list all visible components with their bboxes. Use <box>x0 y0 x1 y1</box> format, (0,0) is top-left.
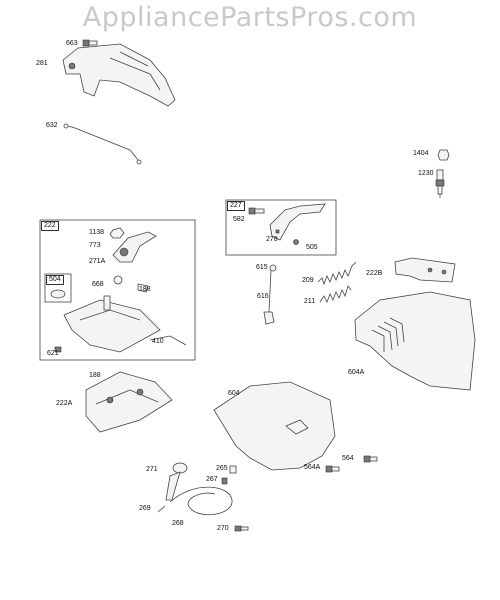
group-label-504: 504 <box>46 275 64 285</box>
callout-621[interactable]: 621 <box>47 350 59 357</box>
group-label-227: 227 <box>227 201 245 211</box>
callout-410[interactable]: 410 <box>152 338 164 345</box>
bolt-663-part <box>82 39 98 47</box>
callout-663[interactable]: 663 <box>66 40 78 47</box>
callout-582[interactable]: 582 <box>233 216 245 223</box>
engine-cover-604-part <box>213 381 336 471</box>
screw-564-part <box>363 455 378 463</box>
clip-265-part <box>229 465 237 474</box>
callout-211[interactable]: 211 <box>304 298 316 305</box>
callout-616[interactable]: 616 <box>257 293 269 300</box>
callout-505[interactable]: 505 <box>306 244 318 251</box>
cable-268-part <box>157 486 233 515</box>
nut-1404-part <box>437 149 450 161</box>
callout-564[interactable]: 564 <box>342 455 354 462</box>
spark-plug-1230-part <box>435 169 445 198</box>
callout-281[interactable]: 281 <box>36 60 48 67</box>
group-frame-504 <box>44 273 72 303</box>
control-bracket-281-part <box>62 43 176 107</box>
callout-222a[interactable]: 222A <box>56 400 73 407</box>
callout-271a[interactable]: 271A <box>89 258 106 265</box>
bracket-222b-part <box>394 257 456 283</box>
clip-267-part <box>221 477 228 485</box>
governor-lever-assembly-part <box>248 203 326 245</box>
lever-271-part <box>165 462 188 501</box>
callout-773[interactable]: 773 <box>89 242 101 249</box>
callout-1230[interactable]: 1230 <box>418 170 434 177</box>
callout-268[interactable]: 268 <box>172 520 184 527</box>
group-label-222: 222 <box>41 221 59 231</box>
group-frame-222 <box>39 219 196 361</box>
screw-564a-part <box>325 465 340 473</box>
callout-222b[interactable]: 222B <box>366 270 383 277</box>
callout-271[interactable]: 271 <box>146 466 158 473</box>
screw-270-part <box>234 525 249 532</box>
spring-209-part <box>317 261 357 286</box>
callout-188-upper[interactable]: 188 <box>139 286 151 293</box>
callout-267[interactable]: 267 <box>206 476 218 483</box>
callout-604a[interactable]: 604A <box>348 369 365 376</box>
control-plate-assembly-part <box>50 227 187 353</box>
callout-564a[interactable]: 564A <box>304 464 321 471</box>
callout-269[interactable]: 269 <box>139 505 151 512</box>
group-frame-227 <box>225 199 337 256</box>
spring-211-part <box>319 285 352 303</box>
callout-188-lower[interactable]: 188 <box>89 372 101 379</box>
callout-265[interactable]: 265 <box>216 465 228 472</box>
callout-270[interactable]: 270 <box>217 525 229 532</box>
watermark-text: AppliancePartsPros.com <box>82 2 418 33</box>
control-base-222a-part <box>85 371 173 433</box>
callout-604[interactable]: 604 <box>228 390 240 397</box>
link-rod-632-part <box>63 123 142 165</box>
governor-shaft-616-part <box>263 264 277 325</box>
callout-615[interactable]: 615 <box>256 264 268 271</box>
callout-209[interactable]: 209 <box>302 277 314 284</box>
callout-668[interactable]: 668 <box>92 281 104 288</box>
callout-1138[interactable]: 1138 <box>89 229 105 236</box>
callout-278[interactable]: 278 <box>266 236 278 243</box>
blower-housing-604a-part <box>354 291 476 391</box>
callout-1404[interactable]: 1404 <box>413 150 429 157</box>
callout-632[interactable]: 632 <box>46 122 58 129</box>
